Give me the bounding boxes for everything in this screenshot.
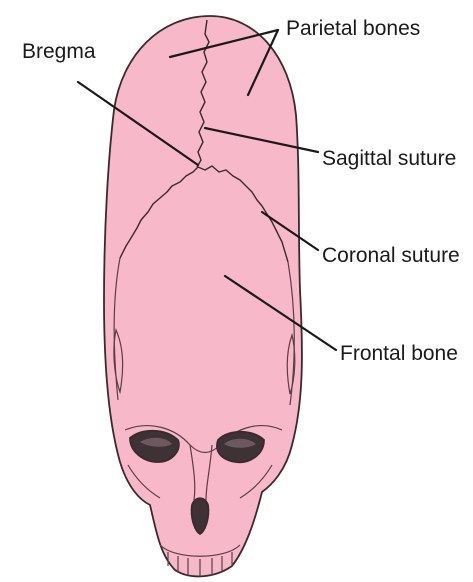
label-parietal-bones: Parietal bones bbox=[286, 17, 420, 40]
label-sagittal-suture: Sagittal suture bbox=[322, 147, 456, 170]
label-bregma: Bregma bbox=[22, 40, 96, 63]
skull-illustration bbox=[104, 16, 302, 576]
label-frontal-bone: Frontal bone bbox=[340, 342, 458, 365]
skull-outline bbox=[104, 16, 302, 576]
label-coronal-suture: Coronal suture bbox=[322, 244, 460, 267]
